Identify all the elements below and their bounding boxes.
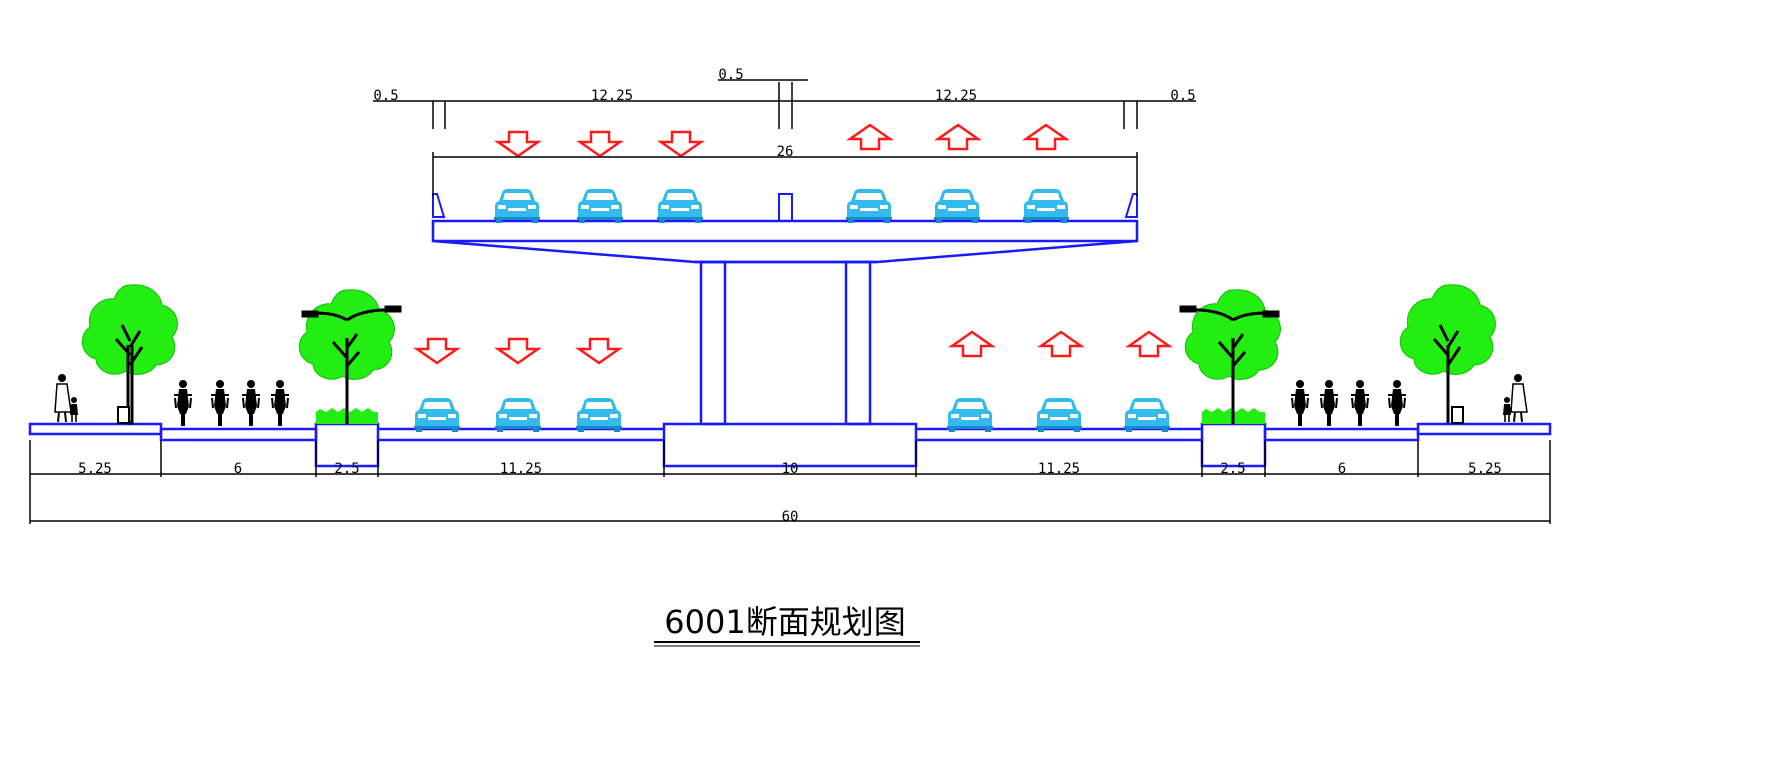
pier-columns — [699, 260, 872, 426]
cyclists-left — [173, 379, 290, 427]
car-icon — [934, 189, 980, 223]
pedestrian-icon — [1510, 373, 1528, 423]
ground-arrows — [415, 330, 1171, 365]
cyclist-icon — [1319, 379, 1339, 427]
car-icon — [1036, 398, 1082, 432]
pedestrian-icon — [54, 373, 72, 423]
car-icon — [1124, 398, 1170, 432]
page-title: 6001断面规划图 — [664, 603, 905, 641]
cyclist-icon — [210, 379, 230, 427]
up-arrow-icon — [1024, 123, 1068, 151]
dim-central-median: 10 — [782, 461, 799, 477]
dim-right-carriageway: 11.25 — [1038, 461, 1080, 477]
car-icon — [414, 398, 460, 432]
down-arrow-icon — [578, 130, 622, 158]
cyclist-icon — [1290, 379, 1310, 427]
tree-icon — [81, 284, 178, 425]
pedestrians-left — [54, 373, 79, 423]
upper-deck — [431, 193, 1139, 426]
dim-left-bike-lane: 6 — [234, 461, 242, 477]
trash-bin-icon — [1451, 406, 1464, 424]
up-arrow-icon — [848, 123, 892, 151]
down-arrow-icon — [415, 337, 459, 365]
upper-left-lanes-label: 12.25 — [591, 88, 633, 104]
ground-dimension-labels: 5.25 6 2.5 11.25 10 11.25 2.5 6 5.25 60 — [78, 461, 1502, 525]
cyclist-icon — [1350, 379, 1370, 427]
car-icon — [1023, 189, 1069, 223]
street-lamp-icon — [301, 305, 402, 322]
upper-deck-width-label: 26 — [777, 144, 794, 160]
pedestrians-right — [1502, 373, 1528, 423]
car-icon — [947, 398, 993, 432]
tree-icon — [1399, 284, 1496, 423]
cyclist-icon — [1387, 379, 1407, 427]
down-arrow-icon — [577, 337, 621, 365]
tree-icon — [298, 289, 395, 424]
street-lamp-icon — [1179, 305, 1280, 322]
cyclist-icon — [173, 379, 193, 427]
car-icon — [657, 189, 703, 223]
cyclists-right — [1290, 379, 1407, 427]
ground-dimensions — [29, 440, 1551, 524]
trash-bin-icon — [117, 406, 130, 424]
dim-left-planting: 2.5 — [334, 461, 359, 477]
pedestrian-icon — [1502, 396, 1512, 423]
up-arrow-icon — [1127, 330, 1171, 358]
tree-icon — [1184, 289, 1281, 424]
cyclist-icon — [241, 379, 261, 427]
dim-right-sidewalk: 5.25 — [1468, 461, 1502, 477]
down-arrow-icon — [659, 130, 703, 158]
ground-level — [28, 422, 1552, 468]
car-icon — [577, 189, 623, 223]
pedestrian-icon — [69, 396, 79, 423]
up-arrow-icon — [950, 330, 994, 358]
car-icon — [494, 189, 540, 223]
ground-cars — [414, 398, 1170, 432]
dim-right-bike-lane: 6 — [1338, 461, 1346, 477]
up-arrow-icon — [1039, 330, 1083, 358]
upper-median-label: 0.5 — [718, 67, 743, 83]
dim-left-carriageway: 11.25 — [500, 461, 542, 477]
dim-right-planting: 2.5 — [1220, 461, 1245, 477]
upper-right-edge-label: 0.5 — [1170, 88, 1195, 104]
car-icon — [495, 398, 541, 432]
upper-right-lanes-label: 12.25 — [935, 88, 977, 104]
up-arrow-icon — [936, 123, 980, 151]
car-icon — [576, 398, 622, 432]
down-arrow-icon — [496, 337, 540, 365]
down-arrow-icon — [496, 130, 540, 158]
cyclist-icon — [270, 379, 290, 427]
car-icon — [846, 189, 892, 223]
trees — [81, 284, 1496, 425]
upper-left-edge-label: 0.5 — [373, 88, 398, 104]
dim-left-sidewalk: 5.25 — [78, 461, 112, 477]
upper-deck-dimensions — [373, 79, 1196, 196]
dim-total-width: 60 — [782, 509, 799, 525]
